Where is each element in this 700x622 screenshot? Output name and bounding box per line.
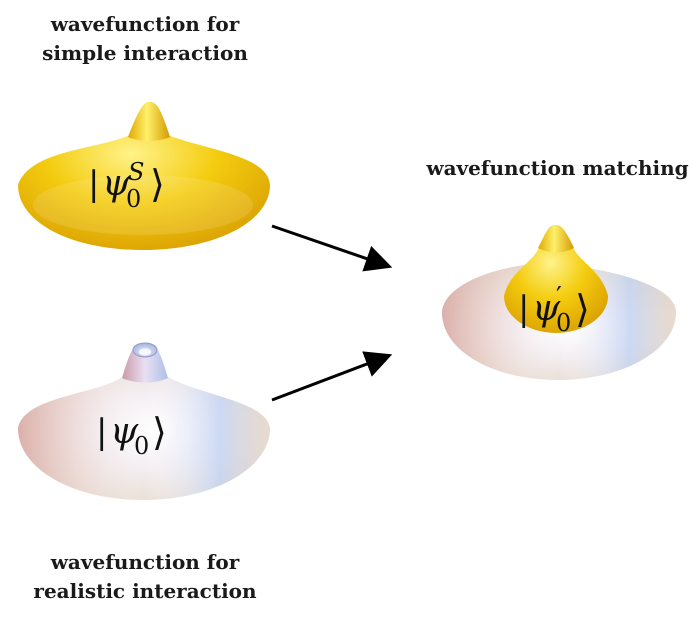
arrow-simple-to-matched bbox=[271, 224, 393, 272]
svg-text:0: 0 bbox=[556, 309, 571, 337]
caption-wavefunction-matching: wavefunction matching bbox=[420, 154, 695, 183]
caption-simple-line1: wavefunction for bbox=[50, 12, 240, 36]
svg-text:ψ: ψ bbox=[102, 163, 131, 204]
svg-text:0: 0 bbox=[134, 432, 149, 460]
svg-text:|: | bbox=[88, 164, 99, 204]
svg-text:⟩: ⟩ bbox=[150, 162, 165, 206]
matched-wavefunction-surface bbox=[442, 225, 676, 380]
svg-text:0: 0 bbox=[126, 185, 141, 213]
svg-text:ψ: ψ bbox=[532, 288, 561, 329]
label-psi0-prime-matched: | ψ 0 ′ ⟩ bbox=[518, 282, 590, 337]
caption-simple-line2: simple interaction bbox=[42, 41, 248, 65]
simple-wavefunction-surface bbox=[18, 102, 270, 250]
arrow-realistic-to-matched bbox=[271, 351, 393, 402]
caption-realistic-line2: realistic interaction bbox=[33, 579, 257, 603]
svg-text:⟩: ⟩ bbox=[152, 410, 167, 454]
caption-simple-interaction: wavefunction for simple interaction bbox=[10, 10, 280, 68]
label-psi0-simple: | ψ 0 S ⟩ bbox=[88, 158, 165, 213]
svg-text:|: | bbox=[518, 289, 529, 329]
realistic-wavefunction-surface bbox=[18, 342, 270, 500]
svg-text:ψ: ψ bbox=[110, 411, 139, 452]
svg-text:S: S bbox=[128, 158, 144, 186]
caption-realistic-interaction: wavefunction for realistic interaction bbox=[10, 548, 280, 606]
svg-text:|: | bbox=[96, 412, 107, 452]
svg-text:′: ′ bbox=[556, 282, 562, 312]
svg-text:⟩: ⟩ bbox=[575, 287, 590, 331]
label-psi0-realistic: | ψ 0 ⟩ bbox=[96, 410, 167, 460]
caption-realistic-line1: wavefunction for bbox=[50, 550, 240, 574]
caption-matching-line: wavefunction matching bbox=[426, 156, 689, 180]
